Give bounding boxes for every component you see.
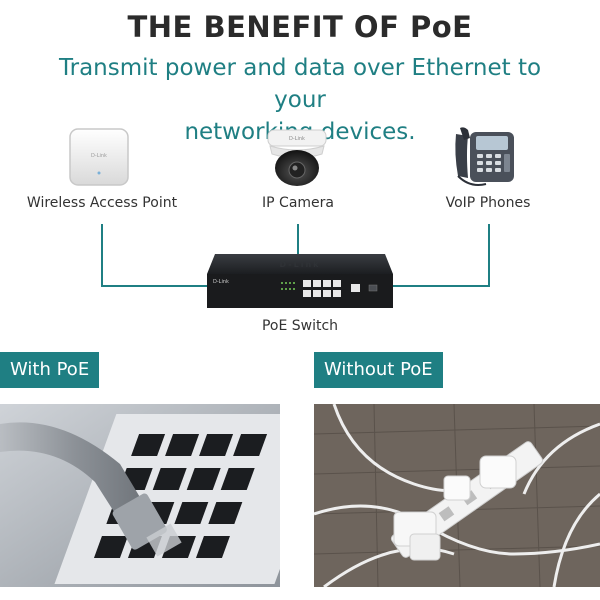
page-title: THE BENEFIT OF PoE — [127, 10, 473, 44]
with-poe-photo — [0, 404, 280, 587]
connector-right-horizontal — [390, 285, 490, 287]
switch-brand-text: D-Link — [213, 279, 229, 285]
with-poe-badge: With PoE — [0, 352, 100, 388]
connector-right-vertical — [488, 224, 490, 287]
svg-text:D-Link: D-Link — [289, 136, 305, 142]
access-point-icon: D-Link — [68, 127, 130, 187]
without-poe-photo — [314, 404, 600, 587]
device-label-ip-camera: IP Camera — [262, 195, 334, 211]
network-switch-icon: D-Link D-Link — [205, 252, 395, 312]
subtitle-line-1: Transmit power and data over Ethernet to… — [58, 55, 542, 113]
connector-left-horizontal — [101, 285, 211, 287]
svg-text:D-Link: D-Link — [91, 153, 107, 159]
device-label-access-point: Wireless Access Point — [26, 195, 178, 211]
without-poe-badge: Without PoE — [314, 352, 443, 388]
connector-center-vertical — [297, 224, 299, 254]
voip-phone-icon — [450, 124, 520, 190]
switch-label: PoE Switch — [261, 318, 339, 334]
dome-camera-icon: D-Link — [262, 124, 332, 188]
svg-text:D-Link: D-Link — [280, 260, 321, 269]
device-label-voip-phones: VoIP Phones — [445, 195, 531, 211]
page-subtitle: Transmit power and data over Ethernet to… — [30, 52, 570, 148]
connector-left-vertical — [101, 224, 103, 287]
